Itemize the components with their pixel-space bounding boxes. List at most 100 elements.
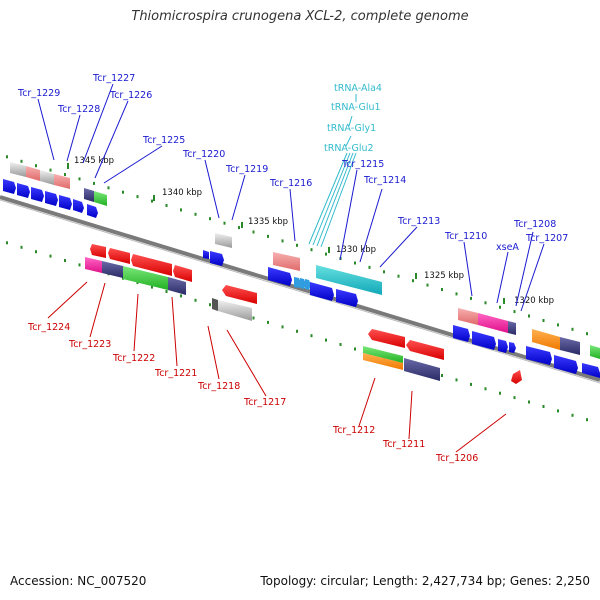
minor-tick [252,316,255,320]
gene-arrow[interactable] [45,191,58,206]
gene-arrow[interactable] [453,325,470,342]
minor-tick [64,259,66,262]
gene-label[interactable]: Tcr_1208 [513,219,556,230]
gene-arrow[interactable] [131,254,172,276]
gene-arrow[interactable] [526,346,552,365]
gene-label[interactable]: Tcr_1227 [92,73,135,84]
minor-tick [586,418,588,422]
gene-label[interactable]: Tcr_1220 [182,149,225,160]
gene-box[interactable] [273,252,300,271]
gene-arrow[interactable] [108,248,130,264]
gene-label[interactable]: Tcr_1223 [68,339,111,350]
gene-arrow[interactable] [90,244,106,258]
gene-box[interactable] [478,313,508,333]
trna-label[interactable]: tRNA-Ala4 [334,83,382,94]
minor-tick [528,314,530,318]
gene-box[interactable] [10,162,26,177]
gene-box[interactable] [102,261,123,278]
gene-label[interactable]: Tcr_1206 [435,453,478,464]
reverse-leader-lines [47,281,507,453]
gene-label[interactable]: Tcr_1225 [142,135,185,146]
gene-arrow[interactable] [368,329,405,348]
gene-arrow[interactable] [509,342,516,353]
gene-label[interactable]: Tcr_1219 [225,164,268,175]
gene-arrow[interactable] [472,331,496,350]
gene-box[interactable] [40,170,54,185]
gene-box[interactable] [363,346,403,363]
gene-arrow[interactable] [310,282,334,301]
gene-box[interactable] [123,266,168,290]
gene-label[interactable]: Tcr_1212 [332,425,375,436]
forward-leader-lines [37,83,545,312]
gene-label[interactable]: Tcr_1210 [444,231,487,242]
gene-arrow[interactable] [406,340,444,360]
gene-label[interactable]: Tcr_1216 [269,178,312,189]
gene-box[interactable] [458,308,478,325]
gene-box[interactable] [212,298,218,311]
gene-label[interactable]: Tcr_1214 [363,175,406,186]
gene-arrow[interactable] [31,187,44,202]
gene-label[interactable]: Tcr_1215 [341,159,384,170]
gene-box[interactable] [26,166,40,181]
minor-tick [238,226,240,230]
trna-labels: tRNA-Ala4 tRNA-Glu1 tRNA-Gly1 tRNA-Glu2 [324,83,382,154]
minor-tick [557,323,559,327]
minor-tick [513,310,516,314]
kbp-tick-label: 1340 kbp [162,188,202,198]
gene-label[interactable]: Tcr_1224 [27,322,70,333]
gene-arrow[interactable] [210,251,224,266]
gene-label[interactable]: Tcr_1228 [57,104,100,115]
gene-box[interactable] [532,329,560,350]
gene-arrow[interactable] [268,267,292,286]
gene-arrow[interactable] [17,183,30,198]
gene-arrow[interactable] [582,363,600,378]
gene-arrow[interactable] [222,285,257,304]
gene-label[interactable]: Tcr_1221 [154,368,197,379]
gene-arrow[interactable] [173,265,192,282]
trna-arrow[interactable] [294,277,301,288]
gene-label[interactable]: Tcr_1211 [382,439,425,450]
gene-arrow[interactable] [511,370,522,384]
gene-label[interactable]: Tcr_1207 [525,233,568,244]
gene-label[interactable]: Tcr_1218 [197,381,240,392]
minor-tick [20,159,23,163]
gene-arrow[interactable] [87,204,98,218]
gene-label[interactable]: Tcr_1222 [112,353,155,364]
gene-label[interactable]: Tcr_1217 [243,397,286,408]
minor-tick [180,208,182,212]
gene-box[interactable] [363,353,403,370]
trna-arrow[interactable] [300,278,306,289]
gene-arrow[interactable] [554,355,578,374]
trna-label[interactable]: tRNA-Gly1 [327,123,376,134]
gene-arrow[interactable] [73,199,84,213]
gene-box[interactable] [590,345,600,359]
minor-tick [107,186,110,190]
gene-arrow[interactable] [336,289,358,307]
minor-tick [296,329,298,333]
gene-label[interactable]: xseA [496,242,519,253]
gene-arrow[interactable] [498,339,508,353]
trna-label[interactable]: tRNA-Glu2 [324,143,374,154]
gene-box[interactable] [404,358,440,381]
gene-box[interactable] [168,277,186,295]
gene-label[interactable]: Tcr_1213 [397,216,440,227]
gene-box[interactable] [560,337,580,355]
gene-label[interactable]: Tcr_1226 [109,90,152,101]
gene-box[interactable] [84,188,94,202]
gene-label[interactable]: Tcr_1229 [17,88,60,99]
gene-box[interactable] [316,265,382,295]
gene-arrow[interactable] [59,195,72,210]
gene-box[interactable] [215,233,232,248]
trna-label[interactable]: tRNA-Glu1 [331,102,381,113]
gene-box[interactable] [218,300,252,321]
minor-tick [571,327,574,331]
gene-box[interactable] [85,257,102,273]
gene-box[interactable] [508,321,516,335]
gene-arrow[interactable] [203,250,209,259]
gene-box[interactable] [54,174,70,189]
gene-arrow[interactable] [3,179,16,194]
trna-arrow[interactable] [305,279,311,290]
gene-box[interactable] [94,191,107,206]
minor-tick [325,338,327,342]
